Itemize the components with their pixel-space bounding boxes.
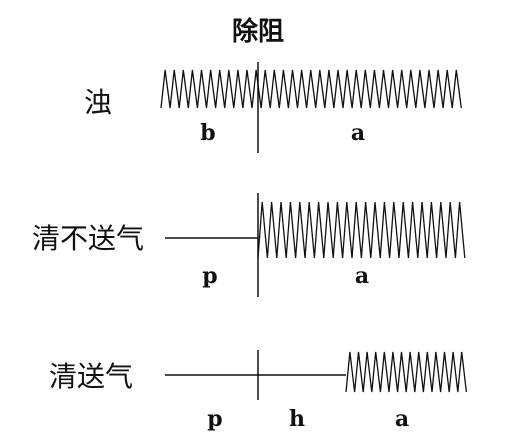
row-label-unaspirated: 清不送气 [32, 222, 144, 255]
release-title: 除阻 [232, 16, 284, 47]
segment-a-aspirated: a [395, 406, 409, 432]
segment-p-aspirated: p [207, 406, 222, 432]
segment-a-voiced: a [351, 120, 365, 146]
segment-h: h [289, 406, 305, 432]
row-label-aspirated: 清送气 [49, 360, 133, 393]
segment-p-unaspirated: p [202, 263, 217, 289]
voicing-waveform-unaspirated [257, 201, 466, 259]
voicing-waveform-voiced [160, 69, 462, 109]
row-aspirated: 清送气 p h a [49, 350, 468, 432]
row-unaspirated: 清不送气 p a [32, 193, 466, 297]
row-label-voiced: 浊 [84, 86, 112, 119]
segment-a-unaspirated: a [355, 263, 369, 289]
voicing-waveform-aspirated [345, 351, 468, 393]
row-voiced: 浊 b a [84, 62, 462, 153]
segment-b: b [200, 120, 215, 146]
